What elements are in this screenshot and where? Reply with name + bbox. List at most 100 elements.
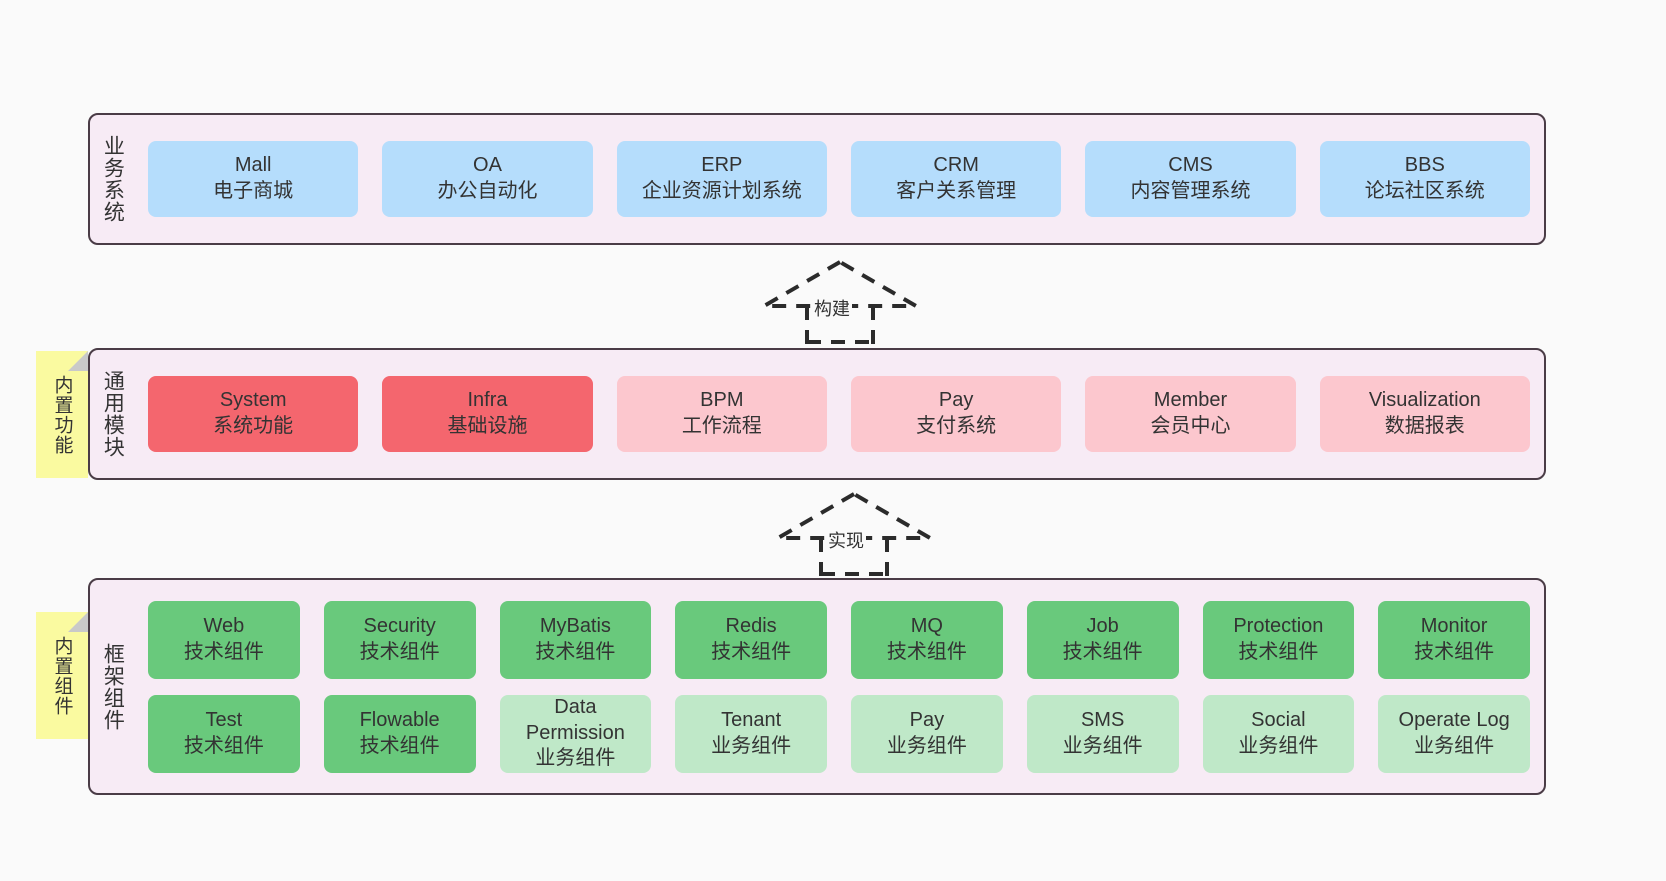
module-oa[interactable]: OA 办公自动化	[382, 141, 593, 217]
module-pay[interactable]: Pay 支付系统	[850, 376, 1062, 452]
module-erp[interactable]: ERP 企业资源计划系统	[616, 141, 827, 217]
module-infra-desc: 基础设施	[447, 415, 528, 437]
module-visualization[interactable]: Visualization 数据报表	[1319, 376, 1530, 452]
uml-realization-stem-icon	[819, 538, 889, 576]
module-pay-name: Pay	[938, 389, 974, 412]
layer-common-modules-title: 通用模块	[101, 370, 125, 458]
module-crm-name: CRM	[933, 154, 979, 177]
component-protection-kind: 技术组件	[1238, 640, 1319, 663]
common-module-row: System 系统功能 Infra 基础设施 BPM 工作流程 Pay 支付系统…	[148, 376, 1530, 452]
layer-business-system-body: Mall 电子商城 OA 办公自动化 ERP 企业资源计划系统 CRM 客户关系…	[134, 115, 1544, 243]
module-infra[interactable]: Infra 基础设施	[382, 376, 593, 452]
component-flowable-name: Flowable	[359, 708, 440, 731]
layer-business-system: 业务系统 Mall 电子商城 OA 办公自动化 ERP 企业资源计划系统 CRM…	[88, 113, 1546, 245]
module-cms-desc: 内容管理系统	[1130, 180, 1251, 202]
component-protection[interactable]: Protection 技术组件	[1202, 600, 1355, 679]
component-pay[interactable]: Pay 业务组件	[851, 694, 1003, 773]
module-erp-desc: 企业资源计划系统	[641, 180, 802, 202]
component-mybatis-kind: 技术组件	[535, 640, 616, 663]
component-web[interactable]: Web 技术组件	[148, 600, 300, 679]
module-member-desc: 会员中心	[1150, 415, 1231, 437]
component-sms-name: SMS	[1080, 708, 1125, 731]
module-erp-name: ERP	[701, 154, 743, 177]
note-builtin-functions-label: 内置功能	[51, 374, 73, 455]
framework-tech-component-row: Web 技术组件 Security 技术组件 MyBatis 技术组件 Redi…	[148, 600, 1530, 679]
component-security[interactable]: Security 技术组件	[323, 600, 476, 679]
component-social[interactable]: Social 业务组件	[1202, 694, 1355, 773]
component-flowable-kind: 技术组件	[359, 734, 440, 757]
component-monitor-kind: 技术组件	[1414, 640, 1495, 663]
component-mq[interactable]: MQ 技术组件	[851, 600, 1003, 679]
component-data-permission-kind: 业务组件	[535, 747, 616, 770]
module-crm-desc: 客户关系管理	[896, 180, 1017, 202]
module-bbs-desc: 论坛社区系统	[1364, 180, 1485, 202]
module-cms[interactable]: CMS 内容管理系统	[1085, 141, 1296, 217]
module-bpm-name: BPM	[700, 389, 744, 412]
component-mybatis[interactable]: MyBatis 技术组件	[499, 600, 652, 679]
framework-business-component-row: Test 技术组件 Flowable 技术组件 Data Permission …	[148, 694, 1530, 773]
note-builtin-functions: 内置功能	[36, 351, 88, 478]
business-module-row: Mall 电子商城 OA 办公自动化 ERP 企业资源计划系统 CRM 客户关系…	[148, 141, 1530, 217]
module-system-name: System	[219, 389, 287, 412]
component-pay-name: Pay	[909, 708, 945, 731]
component-job-kind: 技术组件	[1062, 640, 1143, 663]
component-tenant[interactable]: Tenant 业务组件	[675, 694, 827, 773]
module-crm[interactable]: CRM 客户关系管理	[850, 141, 1062, 217]
component-pay-kind: 业务组件	[886, 734, 967, 757]
component-mq-kind: 技术组件	[886, 640, 967, 663]
component-operate-log[interactable]: Operate Log 业务组件	[1378, 694, 1530, 773]
module-visualization-desc: 数据报表	[1384, 415, 1465, 437]
module-bbs-name: BBS	[1404, 154, 1445, 177]
module-visualization-name: Visualization	[1368, 389, 1481, 412]
layer-framework-components-body: Web 技术组件 Security 技术组件 MyBatis 技术组件 Redi…	[134, 580, 1544, 793]
layer-business-system-title: 业务系统	[101, 135, 125, 223]
component-operate-log-name: Operate Log	[1398, 708, 1510, 731]
connector-realize: 实现	[766, 490, 942, 576]
layer-common-modules: 通用模块 System 系统功能 Infra 基础设施 BPM 工作流程 Pay…	[88, 348, 1546, 480]
module-oa-name: OA	[473, 154, 502, 177]
module-cms-name: CMS	[1168, 154, 1213, 177]
module-system[interactable]: System 系统功能	[148, 376, 359, 452]
component-test-kind: 技术组件	[183, 734, 264, 757]
component-test[interactable]: Test 技术组件	[148, 694, 300, 773]
component-tenant-kind: 业务组件	[711, 734, 792, 757]
layer-framework-components-title: 框架组件	[101, 642, 125, 731]
connector-build: 构建	[752, 258, 928, 344]
note-builtin-components: 内置组件	[36, 612, 88, 739]
component-tenant-name: Tenant	[721, 708, 782, 731]
component-data-permission[interactable]: Data Permission 业务组件	[499, 694, 652, 773]
component-security-kind: 技术组件	[359, 640, 440, 663]
module-pay-desc: 支付系统	[916, 415, 997, 437]
component-protection-name: Protection	[1233, 614, 1324, 637]
component-mq-name: MQ	[910, 614, 943, 637]
connector-realize-label: 实现	[826, 527, 866, 553]
component-redis-kind: 技术组件	[711, 640, 792, 663]
component-operate-log-kind: 业务组件	[1414, 734, 1495, 757]
module-member[interactable]: Member 会员中心	[1085, 376, 1296, 452]
component-job[interactable]: Job 技术组件	[1026, 600, 1179, 679]
module-bpm-desc: 工作流程	[681, 415, 762, 437]
component-job-name: Job	[1086, 614, 1119, 637]
component-security-name: Security	[363, 614, 436, 637]
module-bpm[interactable]: BPM 工作流程	[616, 376, 827, 452]
component-data-permission-name: Data Permission	[525, 696, 625, 744]
connector-build-label: 构建	[812, 295, 852, 321]
component-sms-kind: 业务组件	[1062, 734, 1143, 757]
module-mall[interactable]: Mall 电子商城	[148, 141, 359, 217]
component-flowable[interactable]: Flowable 技术组件	[323, 694, 476, 773]
module-mall-name: Mall	[234, 154, 272, 177]
component-monitor[interactable]: Monitor 技术组件	[1378, 600, 1530, 679]
component-monitor-name: Monitor	[1420, 614, 1488, 637]
component-redis-name: Redis	[725, 614, 777, 637]
component-mybatis-name: MyBatis	[539, 614, 611, 637]
module-bbs[interactable]: BBS 论坛社区系统	[1319, 141, 1530, 217]
module-system-desc: 系统功能	[213, 415, 294, 437]
module-infra-name: Infra	[467, 389, 508, 412]
component-social-kind: 业务组件	[1238, 734, 1319, 757]
note-builtin-components-label: 内置组件	[51, 635, 73, 716]
module-oa-desc: 办公自动化	[437, 180, 538, 202]
component-redis[interactable]: Redis 技术组件	[675, 600, 827, 679]
component-sms[interactable]: SMS 业务组件	[1026, 694, 1179, 773]
layer-framework-components: 框架组件 Web 技术组件 Security 技术组件 MyBatis 技术组件…	[88, 578, 1546, 795]
component-web-name: Web	[203, 614, 245, 637]
